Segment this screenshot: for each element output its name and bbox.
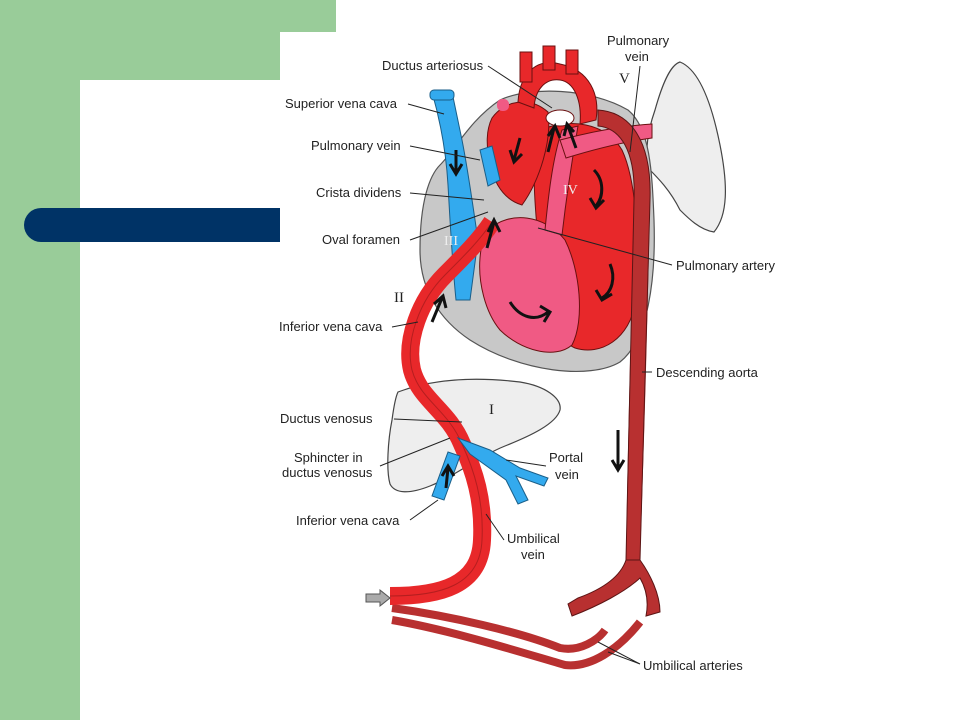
label-sphincter-line1: Sphincter in xyxy=(294,450,363,465)
fetal-circulation-diagram: Ductus arteriosus Pulmonary vein Superio… xyxy=(280,32,800,720)
umbilical-vein-outline xyxy=(389,221,493,597)
arch-branch-3 xyxy=(565,49,579,75)
label-pulmonary-vein-left: Pulmonary vein xyxy=(311,138,401,153)
label-pulmonary-artery: Pulmonary artery xyxy=(676,258,775,273)
numeral-iii: III xyxy=(444,234,458,249)
svc-cap xyxy=(429,89,455,101)
numeral-ii: II xyxy=(394,290,404,306)
umbilical-vein xyxy=(389,216,500,605)
label-sphincter-line2: ductus venosus xyxy=(282,465,373,480)
label-inferior-vena-cava-lower: Inferior vena cava xyxy=(296,513,400,528)
numeral-iv: IV xyxy=(563,183,578,198)
lung xyxy=(646,61,726,233)
portal-vein xyxy=(456,436,549,505)
label-descending-aorta: Descending aorta xyxy=(656,365,759,380)
flow-arrows xyxy=(430,120,626,489)
umbilical-artery-2 xyxy=(391,616,644,670)
label-oval-foramen: Oval foramen xyxy=(322,232,400,247)
aorta-bifurcation xyxy=(567,559,661,617)
umbilical-inlet-arrow xyxy=(365,588,391,608)
label-umbilical-arteries: Umbilical arteries xyxy=(643,658,743,673)
label-portal-vein-line1: Portal xyxy=(549,450,583,465)
label-umbilical-vein-line2: vein xyxy=(521,547,545,562)
label-pulmonary-vein-top-line1: Pulmonary xyxy=(607,33,670,48)
numeral-i: I xyxy=(489,402,494,418)
arch-branch-2 xyxy=(542,45,556,71)
umbilical-artery-1 xyxy=(391,604,609,653)
label-superior-vena-cava: Superior vena cava xyxy=(285,96,398,111)
label-ductus-venosus: Ductus venosus xyxy=(280,411,373,426)
label-portal-vein-line2: vein xyxy=(555,467,579,482)
label-umbilical-vein-line1: Umbilical xyxy=(507,531,560,546)
green-side-strip xyxy=(0,0,80,720)
label-inferior-vena-cava-upper: Inferior vena cava xyxy=(280,319,383,334)
arch-branch-1 xyxy=(519,51,533,83)
small-pink-vessel xyxy=(497,99,509,111)
leader-lines xyxy=(379,65,673,665)
pulmonary-vein-left xyxy=(479,145,501,187)
label-crista-dividens: Crista dividens xyxy=(316,185,402,200)
label-ductus-arteriosus: Ductus arteriosus xyxy=(382,58,484,73)
ductus-arteriosus-opening xyxy=(545,109,575,127)
numeral-v: V xyxy=(619,71,630,87)
label-pulmonary-vein-top-line2: vein xyxy=(625,49,649,64)
